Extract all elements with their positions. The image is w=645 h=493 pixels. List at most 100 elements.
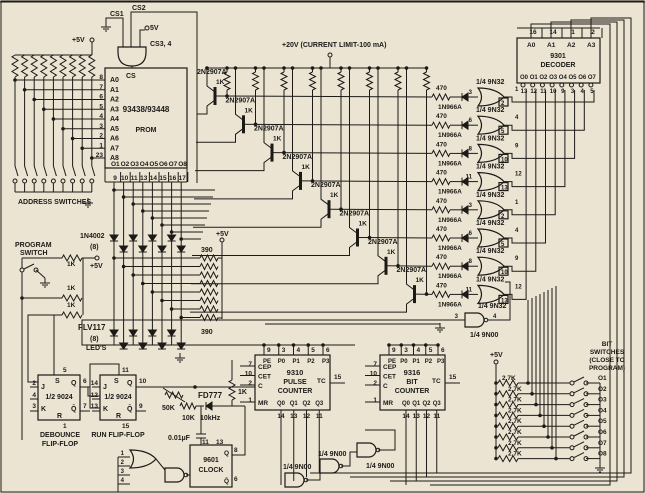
program-resistor	[61, 253, 83, 263]
counter-pin: 15	[334, 374, 342, 381]
transistor-collector	[190, 297, 415, 313]
counter-preset-label: P1	[293, 359, 301, 365]
decoder-output-wire	[504, 90, 527, 300]
address-pullup-resistor	[30, 54, 39, 78]
base-line	[300, 180, 433, 183]
bit-switch-label: O4	[598, 407, 607, 414]
fd777-label: FD777	[198, 391, 223, 400]
terminal-circle	[89, 178, 95, 184]
ff-terminal: R	[116, 413, 121, 420]
gate-pin: 2	[501, 101, 505, 107]
zener-label: 1N966A	[438, 301, 462, 308]
gate-pin: 10	[501, 157, 508, 163]
gate-pin: 5	[501, 129, 505, 135]
junction-dot	[319, 66, 323, 70]
counter-nand-gate	[319, 458, 340, 474]
bit-switches-label: (CLOSE TO	[589, 357, 624, 364]
decoder-output-label: O5	[569, 75, 578, 81]
counter-pin: 1	[373, 397, 377, 404]
led-label: LED'S	[86, 345, 107, 352]
program-resistor	[61, 293, 83, 303]
counter-pin: 9	[392, 347, 396, 354]
ff-terminal: K	[41, 406, 46, 413]
junction-dot	[205, 66, 209, 70]
zener-label: 1N966A	[438, 160, 462, 167]
gate-label: 1/4 9N32	[476, 164, 505, 171]
bit-pullup-resistor	[497, 400, 519, 409]
transistor-collector	[194, 184, 301, 200]
protection-diode	[118, 245, 129, 253]
led-resistor	[199, 296, 219, 305]
terminal-circle	[19, 267, 25, 273]
decoder-pin-number: 14	[549, 29, 557, 36]
protection-diode	[137, 245, 148, 253]
terminal-circle	[12, 178, 18, 184]
decoder-output-label: O6	[578, 75, 587, 81]
pot-label: 50K	[162, 405, 175, 412]
protection-diode	[176, 245, 187, 253]
prom-address-label: A3	[110, 106, 119, 113]
bit-switch-label: O7	[598, 440, 607, 447]
cs1-label: CS1	[110, 11, 124, 18]
pullup-label: 1K	[238, 389, 247, 396]
base-line	[328, 208, 433, 211]
gate-pin: 4	[515, 228, 519, 234]
decoder-pin-number: 16	[529, 29, 537, 36]
junction-dot	[347, 66, 352, 70]
frequency-label: 10kHz	[200, 415, 221, 422]
prom-address-label: A6	[110, 136, 119, 143]
address-switch-lever	[91, 165, 96, 177]
decoder-output-pin: 11	[540, 89, 547, 95]
transistor-label: 2N2907A	[397, 267, 427, 274]
bit-supply-label: +5V	[490, 352, 503, 359]
capacitor-symbol	[196, 433, 206, 439]
led-symbol	[166, 329, 177, 337]
series-resistor	[431, 290, 451, 299]
counter-input-label: CEP	[258, 364, 272, 371]
debounce_ff-label: DEBOUNCE	[40, 432, 80, 439]
led-symbol	[137, 342, 148, 350]
counter-pin: 7	[248, 361, 252, 368]
counter-pin: 10	[370, 371, 378, 378]
counter-pin: 5	[311, 347, 315, 354]
driver-or-gate	[476, 256, 505, 276]
terminal-circle	[569, 391, 575, 397]
bit-pullup-resistor	[497, 378, 519, 388]
clock-gate-pin: 3	[121, 469, 125, 475]
bit-switch-label: O8	[598, 451, 607, 458]
gate-pin-box	[498, 294, 509, 304]
program-switch-label: PROGRAM	[15, 242, 52, 249]
ff-pin: 3	[32, 403, 36, 410]
prom-output-label: O6	[159, 161, 168, 168]
gate-pin: 12	[515, 284, 522, 290]
zener-diode	[461, 148, 469, 159]
wire	[341, 451, 357, 467]
supply-20v-label: +20V (CURRENT LIMIT-100 mA)	[282, 42, 386, 49]
address-pullup-resistor	[20, 54, 29, 78]
transistor-emitter	[377, 68, 387, 263]
address-pullup-resistor	[59, 54, 67, 78]
transistor-label: 2N2907A	[311, 182, 341, 189]
counter-input-label: CET	[258, 374, 271, 381]
zener-diode	[461, 204, 469, 215]
series-resistor	[431, 92, 451, 102]
capacitor-label: 0.01µF	[168, 435, 191, 442]
terminal-circle	[33, 267, 39, 273]
counter-output-label: Q3	[433, 401, 442, 407]
decoder-output-wire	[504, 90, 595, 103]
counter-preset-label: P0	[278, 359, 286, 365]
prom-name: PROM	[136, 127, 157, 134]
base-line	[214, 95, 433, 98]
enable-gate-top-label: 1/4 9N32	[478, 303, 507, 310]
pot-arrow	[162, 387, 186, 403]
address-pullup-resistor	[68, 54, 77, 78]
run_ff-chip	[99, 374, 137, 421]
driver-or-gate	[476, 87, 505, 107]
counter-input-label: CEP	[383, 364, 397, 371]
terminal-circle	[539, 82, 545, 88]
decoder-output-wire	[504, 90, 566, 188]
gate-input-pin: 6	[469, 118, 473, 124]
prom-address-label: A2	[110, 97, 119, 104]
transistor-emitter	[235, 68, 244, 121]
